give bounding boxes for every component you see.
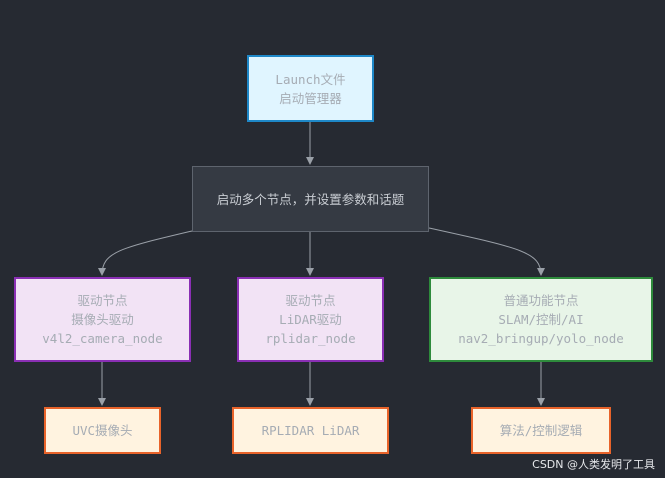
- node-camera-line-1: 驱动节点: [77, 293, 128, 308]
- node-normal-line-1: 普通功能节点: [503, 293, 579, 308]
- edge-start-to-normal: [428, 227, 545, 276]
- node-function: 普通功能节点 SLAM/控制/AI nav2_bringup/yolo_node: [429, 277, 653, 362]
- node-normal-line-3: nav2_bringup/yolo_node: [458, 331, 624, 346]
- node-normal-line-2: SLAM/控制/AI: [498, 312, 584, 327]
- node-camera-driver: 驱动节点 摄像头驱动 v4l2_camera_node: [14, 277, 191, 362]
- node-launch-line-1: Launch文件: [275, 71, 346, 87]
- node-launch-line-2: 启动管理器: [279, 90, 342, 106]
- node-camera-line-3: v4l2_camera_node: [42, 331, 163, 346]
- edge-start-to-camera: [98, 230, 193, 276]
- node-rplidar-lidar: RPLIDAR LiDAR: [232, 407, 389, 454]
- node-launch-file: Launch文件 启动管理器: [247, 55, 374, 122]
- node-uvc-camera: UVC摄像头: [44, 407, 161, 454]
- node-lidar-driver: 驱动节点 LiDAR驱动 rplidar_node: [237, 277, 384, 362]
- node-start-nodes: 启动多个节点，并设置参数和话题: [192, 166, 429, 232]
- node-lidar-line-2: LiDAR驱动: [279, 312, 342, 327]
- node-lidar-line-3: rplidar_node: [265, 331, 356, 346]
- node-rplidar-line-1: RPLIDAR LiDAR: [261, 423, 360, 438]
- node-algorithm-control: 算法/控制逻辑: [471, 407, 611, 454]
- node-algo-line-1: 算法/控制逻辑: [499, 423, 583, 438]
- node-lidar-line-1: 驱动节点: [285, 293, 336, 308]
- node-camera-line-2: 摄像头驱动: [71, 312, 134, 327]
- node-start-line-1: 启动多个节点，并设置参数和话题: [216, 191, 405, 207]
- node-uvc-line-1: UVC摄像头: [72, 423, 133, 438]
- watermark: CSDN @人类发明了工具: [532, 458, 655, 471]
